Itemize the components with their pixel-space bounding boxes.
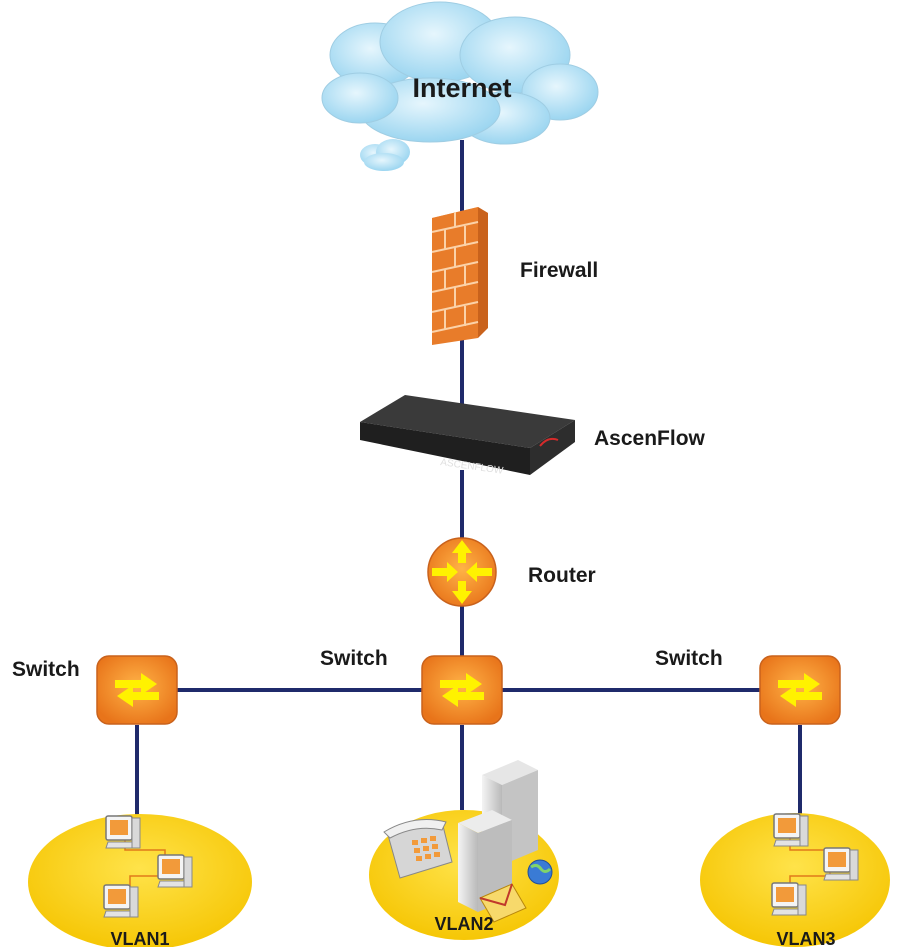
router-icon [427,537,497,607]
vlan2-label: VLAN2 [434,914,493,934]
computer-icon [157,854,193,888]
appliance-icon: ASCENFLOW [360,395,575,477]
firewall-icon [431,207,488,345]
vlan2-zone [369,760,559,940]
switch-icon [421,655,503,725]
vlan3-label: VLAN3 [776,929,835,947]
computer-icon [823,847,859,881]
computer-icon [103,884,139,918]
firewall-label: Firewall [520,259,598,282]
switch-icon [759,655,841,725]
vlan1-zone [28,814,252,947]
computer-icon [771,882,807,916]
computer-icon [105,815,141,849]
mail-icon [479,883,527,923]
globe-icon [527,859,553,885]
switch-icon [96,655,178,725]
ascenflow-label: AscenFlow [594,427,706,450]
internet-label: Internet [412,73,511,103]
router-label: Router [528,564,596,587]
phone-icon [383,819,453,879]
switch-left-label: Switch [12,658,80,681]
switch-center-label: Switch [320,647,388,670]
vlan3-zone [700,813,890,947]
vlan1-label: VLAN1 [110,929,169,947]
switch-right-label: Switch [655,647,723,670]
cloud-icon [321,1,599,171]
computer-icon [773,813,809,847]
